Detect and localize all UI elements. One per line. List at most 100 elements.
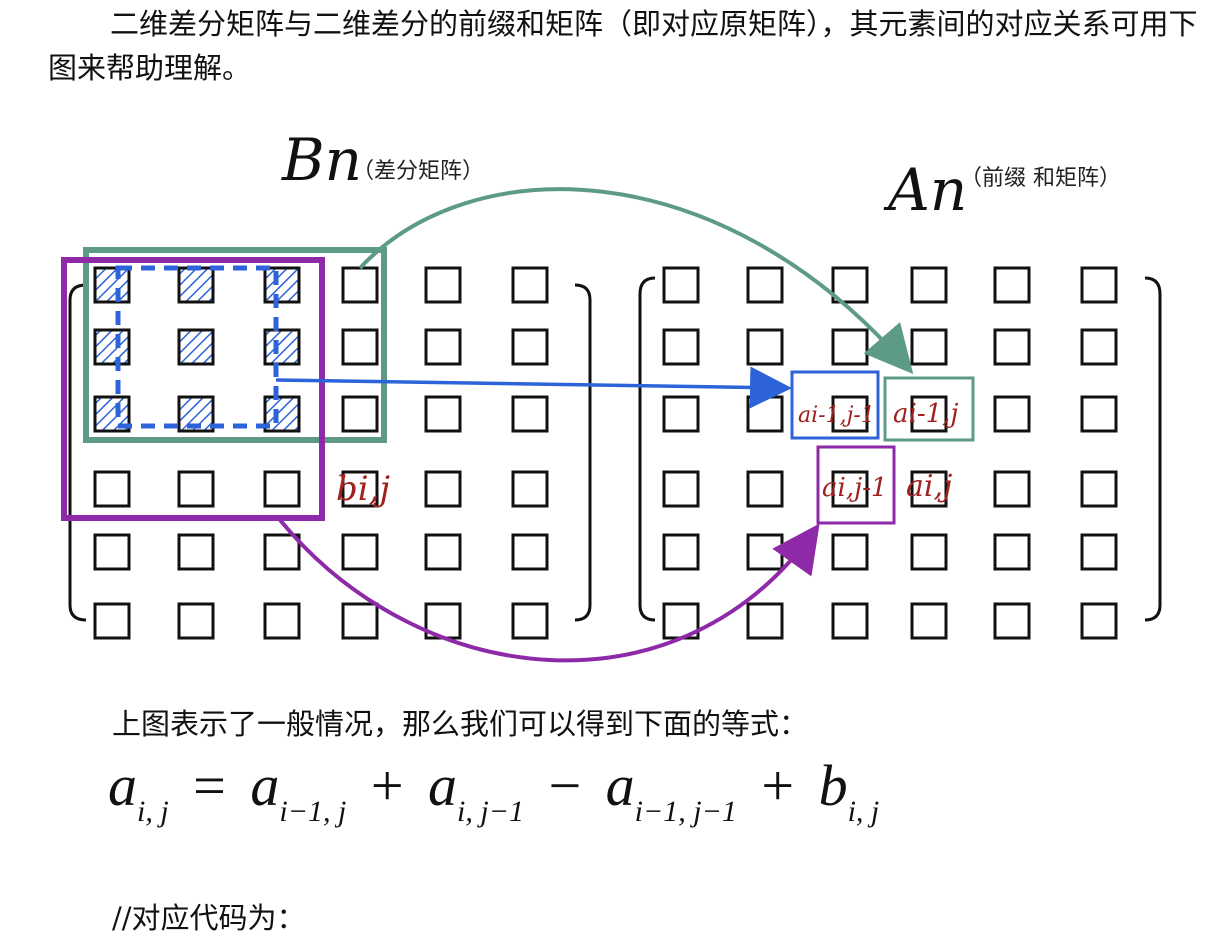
- difference-matrix-grid: [93, 266, 549, 640]
- green-region-box: [83, 247, 387, 443]
- left-matrix-caption: （差分矩阵）: [352, 159, 484, 184]
- formula-term-a: a: [250, 753, 280, 818]
- matrix-cell: [177, 602, 215, 640]
- matrix-cell: [993, 602, 1031, 640]
- matrix-cell: [511, 533, 549, 571]
- matrix-diagram: Bn （差分矩阵） An （前缀 和矩阵） bi,j ai-1,j-1 ai-1…: [61, 126, 1162, 663]
- matrix-cell: [831, 602, 869, 640]
- matrix-cell: [177, 533, 215, 571]
- label-a-up-left: ai-1,j-1: [798, 403, 875, 428]
- matrix-cell: [746, 602, 784, 640]
- green-target-cell: [883, 376, 975, 442]
- matrix-cell: [263, 395, 301, 433]
- matrix-cell: [993, 266, 1031, 304]
- matrix-cell: [511, 328, 549, 366]
- label-a-left: ai,j-1: [822, 473, 887, 503]
- matrix-cell: [831, 395, 869, 433]
- matrix-cell: [177, 266, 215, 304]
- right-matrix-caption: （前缀 和矩阵）: [960, 166, 1121, 191]
- matrix-cell: [910, 533, 948, 571]
- matrix-cell: [1080, 266, 1118, 304]
- matrix-cell: [263, 533, 301, 571]
- matrix-cell: [341, 533, 379, 571]
- matrix-cell: [662, 328, 700, 366]
- matrix-cell: [910, 395, 948, 433]
- right-matrix-symbol: An: [883, 156, 967, 224]
- matrix-cell: [746, 395, 784, 433]
- matrix-cell: [424, 266, 462, 304]
- label-a-up: ai-1,j: [893, 399, 958, 429]
- matrix-cell: [662, 395, 700, 433]
- matrix-cell: [424, 395, 462, 433]
- matrix-cell: [1080, 328, 1118, 366]
- matrix-cell: [263, 602, 301, 640]
- matrix-cell: [1080, 395, 1118, 433]
- prefix-sum-matrix-grid: [662, 266, 1118, 640]
- matrix-cell: [177, 328, 215, 366]
- matrix-cell: [831, 470, 869, 508]
- formula-sub: i, j: [137, 795, 169, 828]
- right-bracket-close: [1144, 276, 1162, 622]
- matrix-cell: [746, 328, 784, 366]
- matrix-cell: [341, 266, 379, 304]
- result-paragraph: 上图表示了一般情况，那么我们可以得到下面的等式：: [112, 707, 809, 741]
- purple-target-cell: [816, 445, 896, 525]
- matrix-cell: [831, 328, 869, 366]
- formula-sub: i−1, j: [279, 795, 347, 828]
- matrix-cell: [993, 533, 1031, 571]
- matrix-cell: [910, 328, 948, 366]
- matrix-cell: [341, 470, 379, 508]
- matrix-cell: [263, 328, 301, 366]
- matrix-cell: [511, 266, 549, 304]
- formula-term-a: a: [428, 753, 458, 818]
- matrix-cell: [993, 328, 1031, 366]
- matrix-cell: [993, 395, 1031, 433]
- left-bracket-close: [574, 283, 592, 622]
- matrix-cell: [511, 602, 549, 640]
- formula-minus: −: [548, 753, 582, 818]
- matrix-cell: [746, 533, 784, 571]
- matrix-cell: [263, 470, 301, 508]
- formula-sub: i−1, j−1: [634, 795, 737, 828]
- matrix-cell: [93, 602, 131, 640]
- matrix-cell: [1080, 533, 1118, 571]
- matrix-cell: [993, 470, 1031, 508]
- blue-arrow: [275, 366, 792, 409]
- matrix-cell: [662, 470, 700, 508]
- intro-paragraph: 二维差分矩阵与二维差分的前缀和矩阵（即对应原矩阵），其元素间的对应关系可用下图来…: [48, 7, 1198, 85]
- matrix-cell: [424, 470, 462, 508]
- matrix-cell: [93, 470, 131, 508]
- matrix-cell: [341, 395, 379, 433]
- matrix-cell: [341, 328, 379, 366]
- matrix-cell: [177, 470, 215, 508]
- matrix-cell: [263, 266, 301, 304]
- formula-sub: i, j−1: [457, 795, 524, 828]
- matrix-cell: [910, 266, 948, 304]
- matrix-cell: [424, 533, 462, 571]
- formula-plus: +: [761, 753, 795, 818]
- label-a-target: ai,j: [906, 469, 952, 504]
- matrix-cell: [424, 328, 462, 366]
- right-bracket-open: [638, 276, 656, 622]
- code-intro-paragraph: //对应代码为：: [112, 901, 306, 935]
- matrix-cell: [910, 602, 948, 640]
- formula-equals: =: [193, 753, 226, 818]
- matrix-cell: [1080, 470, 1118, 508]
- matrix-cell: [662, 266, 700, 304]
- formula-term-a: a: [605, 753, 635, 818]
- matrix-cell: [831, 533, 869, 571]
- formula-term-b: b: [818, 753, 848, 818]
- matrix-cell: [93, 328, 131, 366]
- left-matrix-symbol: Bn: [281, 126, 362, 194]
- matrix-cell: [341, 602, 379, 640]
- green-arrow: [358, 187, 914, 375]
- matrix-cell: [511, 470, 549, 508]
- blue-dashed-region-box: [115, 265, 279, 429]
- recurrence-formula: ai, j = ai−1, j + ai, j−1 − ai−1, j−1 + …: [108, 752, 879, 852]
- purple-region-box: [61, 257, 325, 521]
- blue-target-cell: [790, 370, 880, 440]
- formula-sub: i, j: [847, 795, 880, 828]
- purple-arrow: [278, 518, 820, 663]
- matrix-cell: [662, 533, 700, 571]
- matrix-cell: [93, 266, 131, 304]
